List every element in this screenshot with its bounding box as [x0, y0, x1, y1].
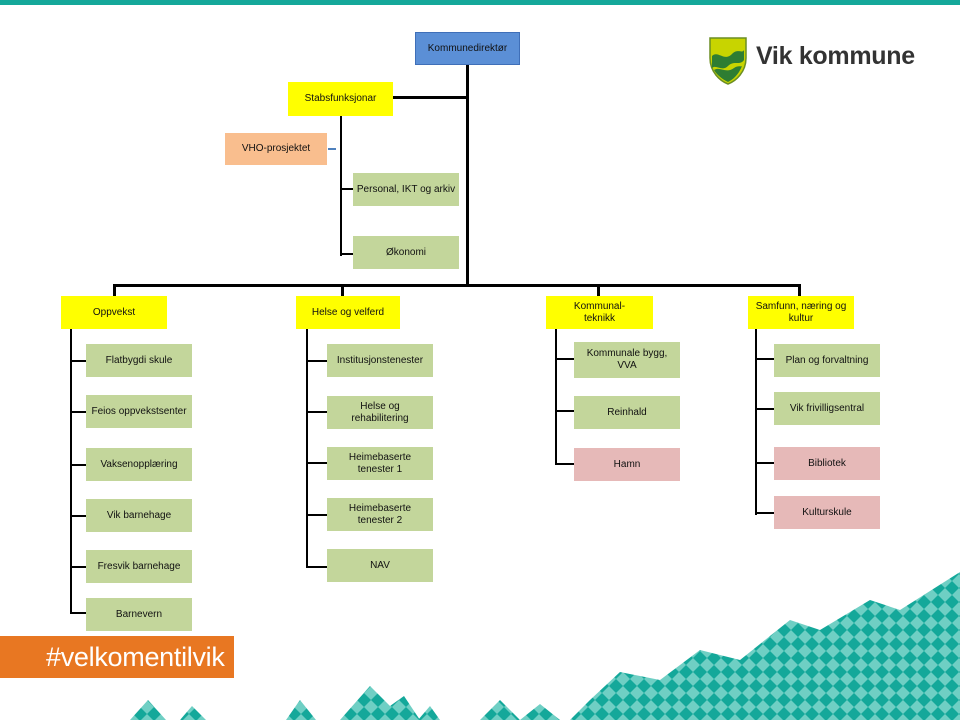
- connector: [306, 411, 328, 413]
- connector: [755, 358, 774, 360]
- top-accent-bar: [0, 0, 960, 5]
- unit-helse: Helse og rehabilitering: [327, 396, 433, 429]
- node-staff-unit: Personal, IKT og arkiv: [353, 173, 459, 206]
- connector: [113, 284, 116, 296]
- connector: [70, 411, 86, 413]
- connector: [466, 64, 469, 286]
- connector: [340, 116, 342, 256]
- unit-samfunn: Kulturskule: [774, 496, 880, 529]
- connector: [113, 284, 800, 287]
- connector: [306, 514, 328, 516]
- hashtag-banner: #velkomentilvik: [0, 636, 234, 678]
- unit-oppvekst: Feios oppvekstsenter: [86, 395, 192, 428]
- unit-oppvekst: Barnevern: [86, 598, 192, 631]
- logo-text: Vik kommune: [756, 42, 915, 70]
- sector-oppvekst: Oppvekst: [61, 296, 167, 329]
- connector: [755, 408, 774, 410]
- dashed-connector: [328, 148, 336, 150]
- connector: [555, 329, 557, 465]
- connector: [798, 284, 801, 296]
- connector: [70, 464, 86, 466]
- unit-oppvekst: Fresvik barnehage: [86, 550, 192, 583]
- connector: [555, 358, 574, 360]
- unit-samfunn: Vik frivilligsentral: [774, 392, 880, 425]
- connector: [755, 329, 757, 515]
- node-root: Kommunedirektør: [415, 32, 520, 65]
- sector-samfunn: Samfunn, næring og kultur: [748, 296, 854, 329]
- sector-helse-og-velferd: Helse og velferd: [296, 296, 400, 329]
- connector: [340, 253, 354, 255]
- connector: [70, 566, 86, 568]
- node-project: VHO-prosjektet: [225, 133, 327, 165]
- unit-samfunn: Bibliotek: [774, 447, 880, 480]
- connector: [70, 329, 72, 614]
- unit-teknikk: Reinhald: [574, 396, 680, 429]
- unit-oppvekst: Vaksenopplæring: [86, 448, 192, 481]
- vik-kommune-logo: Vik kommune: [708, 36, 918, 88]
- unit-oppvekst: Vik barnehage: [86, 499, 192, 532]
- sector-kommunalteknikk: Kommunal-teknikk: [546, 296, 653, 329]
- connector: [70, 612, 86, 614]
- connector: [70, 360, 86, 362]
- unit-teknikk: Hamn: [574, 448, 680, 481]
- connector: [306, 566, 328, 568]
- connector: [306, 462, 328, 464]
- unit-helse: Heimebaserte tenester 2: [327, 498, 433, 531]
- connector: [755, 462, 774, 464]
- unit-oppvekst: Flatbygdi skule: [86, 344, 192, 377]
- connector: [70, 515, 86, 517]
- connector: [555, 410, 574, 412]
- shield-icon: [709, 37, 747, 85]
- node-staff: Stabsfunksjonar: [288, 82, 393, 116]
- connector: [393, 96, 467, 99]
- unit-helse: Institusjonstenester: [327, 344, 433, 377]
- unit-samfunn: Plan og forvaltning: [774, 344, 880, 377]
- unit-teknikk: Kommunale bygg, VVA: [574, 342, 680, 378]
- node-staff-unit: Økonomi: [353, 236, 459, 269]
- connector: [341, 284, 344, 296]
- unit-helse: Heimebaserte tenester 1: [327, 447, 433, 480]
- connector: [555, 463, 574, 465]
- connector: [597, 284, 600, 296]
- connector: [306, 360, 328, 362]
- connector: [755, 512, 774, 514]
- connector: [306, 329, 308, 568]
- unit-helse: NAV: [327, 549, 433, 582]
- connector: [340, 188, 354, 190]
